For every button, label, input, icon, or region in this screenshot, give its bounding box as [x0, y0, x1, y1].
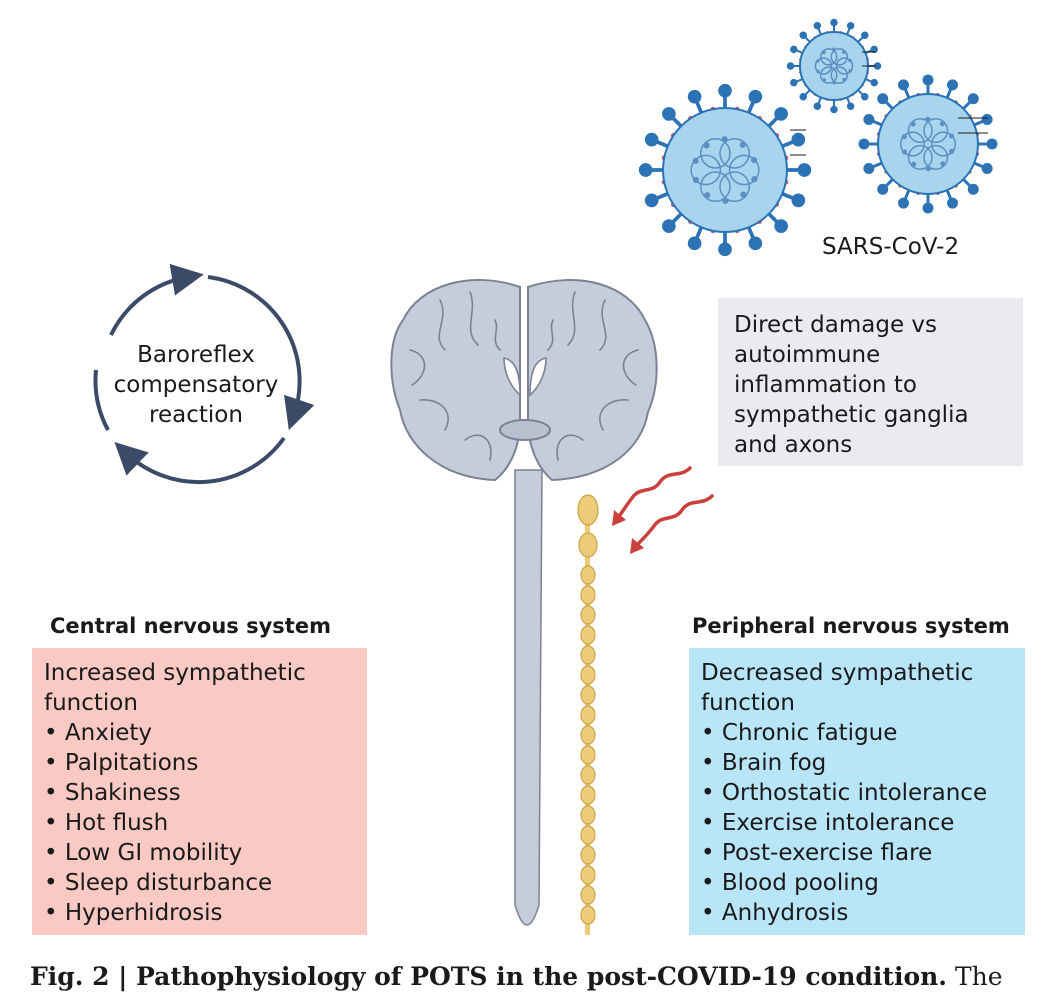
damage-arrows: [616, 466, 714, 548]
caption-separator: |: [109, 962, 137, 991]
cns-heading: Central nervous system: [50, 614, 331, 638]
pns-lead-line: Decreased sympathetic: [701, 660, 974, 686]
pns-symptom-list: Chronic fatigue Brain fog Orthostatic in…: [701, 718, 1013, 928]
cns-symptom: Shakiness: [44, 778, 355, 808]
pns-symptom: Exercise intolerance: [701, 808, 1013, 838]
damage-line: inflammation to: [734, 372, 917, 398]
baroreflex-cycle: [93, 263, 315, 485]
caption-fig-label: Fig. 2: [30, 962, 110, 991]
cns-symptom: Palpitations: [44, 748, 355, 778]
pns-lead-line: function: [701, 690, 795, 716]
baroreflex-line: compensatory: [113, 372, 279, 398]
cycle-arrow-right: [207, 275, 315, 431]
damage-line: autoimmune: [734, 342, 881, 368]
cycle-arrow-bottom: [114, 436, 286, 485]
pns-symptom: Blood pooling: [701, 868, 1013, 898]
damage-arrowheads: [612, 510, 644, 554]
pns-symptom: Chronic fatigue: [701, 718, 1013, 748]
cns-symptom: Low GI mobility: [44, 838, 355, 868]
figure-caption: Fig. 2 | Pathophysiology of POTS in the …: [30, 962, 1003, 991]
brain-gyri: [409, 291, 639, 461]
cns-lead-line: function: [44, 690, 138, 716]
virus-medium: [858, 74, 998, 214]
cns-symptom: Hot flush: [44, 808, 355, 838]
pns-symptom: Orthostatic intolerance: [701, 778, 1013, 808]
cns-symptom-box: Increased sympathetic function Anxiety P…: [32, 648, 367, 935]
damage-line: and axons: [734, 432, 853, 458]
cns-symptom: Sleep disturbance: [44, 868, 355, 898]
pns-symptom: Brain fog: [701, 748, 1013, 778]
sars-cov-2-illustration: [638, 18, 998, 257]
virus-large: [638, 83, 812, 257]
nervous-system-illustration: [390, 279, 714, 935]
cns-lead-line: Increased sympathetic: [44, 660, 306, 686]
cycle-arrow-left: [93, 369, 110, 431]
cns-symptom: Anxiety: [44, 718, 355, 748]
baroreflex-line: Baroreflex: [137, 342, 255, 368]
caption-rest: The: [947, 962, 1003, 991]
pns-symptom: Anhydrosis: [701, 898, 1013, 928]
baroreflex-text: Baroreflex compensatory reaction: [96, 340, 296, 430]
cycle-arrow-top: [109, 263, 204, 336]
baroreflex-line: reaction: [149, 402, 243, 428]
spinal-cord: [514, 469, 543, 926]
damage-line: sympathetic ganglia: [734, 402, 969, 428]
cns-symptom: Hyperhidrosis: [44, 898, 355, 928]
damage-description-box: Direct damage vs autoimmune inflammation…: [718, 298, 1023, 466]
ventricles: [503, 357, 547, 397]
virus-small: [786, 18, 882, 114]
damage-line: Direct damage vs: [734, 312, 938, 338]
pns-symptom: Post-exercise flare: [701, 838, 1013, 868]
sympathetic-chain: [577, 494, 599, 935]
caption-title: Pathophysiology of POTS in the post-COVI…: [136, 962, 948, 991]
cns-symptom-list: Anxiety Palpitations Shakiness Hot flush…: [44, 718, 355, 928]
pns-symptom-box: Decreased sympathetic function Chronic f…: [689, 648, 1025, 935]
virus-label: SARS-CoV-2: [822, 234, 960, 260]
brain: [390, 279, 658, 482]
pns-heading: Peripheral nervous system: [692, 614, 1010, 638]
